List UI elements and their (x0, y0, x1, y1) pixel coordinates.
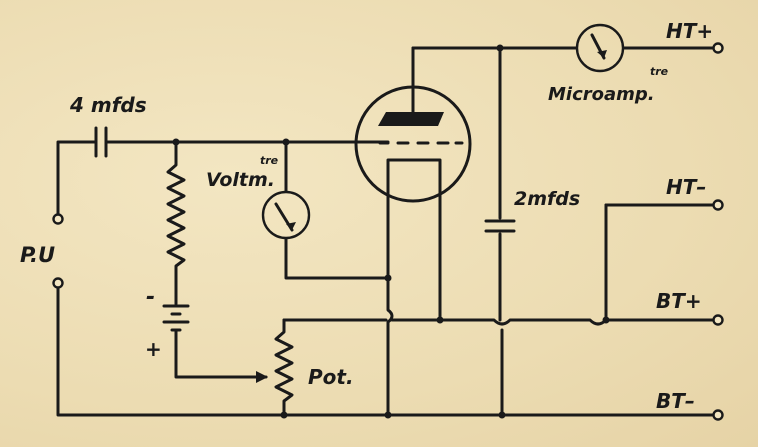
terminal-ht-minus (712, 199, 724, 211)
pickup-terminal-top (52, 213, 64, 225)
bias-battery (162, 304, 268, 383)
junction-dot (496, 44, 504, 52)
label-voltmeter: Voltm. (206, 169, 275, 191)
grid-resistor (166, 140, 186, 306)
vacuum-tube (354, 46, 472, 203)
voltmeter-dial (261, 190, 311, 240)
junction-dot (384, 274, 392, 282)
label-voltmeter-sup: tre (260, 154, 279, 167)
junction-dot (602, 316, 610, 324)
plate-wiring (411, 23, 718, 73)
output-terminals (712, 42, 724, 421)
input-wiring (56, 140, 718, 417)
potentiometer (274, 318, 388, 417)
label-bt-plus: BT+ (656, 289, 702, 313)
junction-dot (436, 316, 444, 324)
label-input-capacitor: 4 mfds (69, 93, 147, 117)
label-pickup: P.U (20, 243, 55, 267)
label-bt-minus: BT– (656, 389, 695, 413)
label-microammeter: Microamp. (548, 84, 655, 105)
label-battery-plus: + (145, 337, 162, 361)
label-plate-capacitor: 2mfds (514, 188, 580, 210)
label-microammeter-sup: tre (650, 65, 669, 78)
tube-filament (386, 158, 442, 196)
junction-dot (282, 138, 290, 146)
pickup-terminal-bottom (52, 277, 64, 289)
tube-plate (378, 112, 444, 126)
terminal-ht-plus (712, 42, 724, 54)
plate-capacitor (484, 44, 516, 417)
pickup-terminals (52, 213, 64, 289)
label-potentiometer: Pot. (308, 365, 354, 389)
input-capacitor (94, 126, 390, 158)
junction-dot (280, 411, 288, 419)
terminal-bt-minus (712, 409, 724, 421)
junction-dot (498, 411, 506, 419)
junction-dot (172, 138, 180, 146)
terminal-bt-plus (712, 314, 724, 326)
filament-wiring (384, 192, 718, 419)
junction-dot (384, 411, 392, 419)
microammeter-dial (575, 23, 625, 73)
label-ht-plus: HT+ (666, 19, 713, 43)
voltmeter-branch (261, 140, 388, 280)
label-battery-minus: - (146, 285, 155, 310)
label-ht-minus: HT– (666, 175, 706, 199)
